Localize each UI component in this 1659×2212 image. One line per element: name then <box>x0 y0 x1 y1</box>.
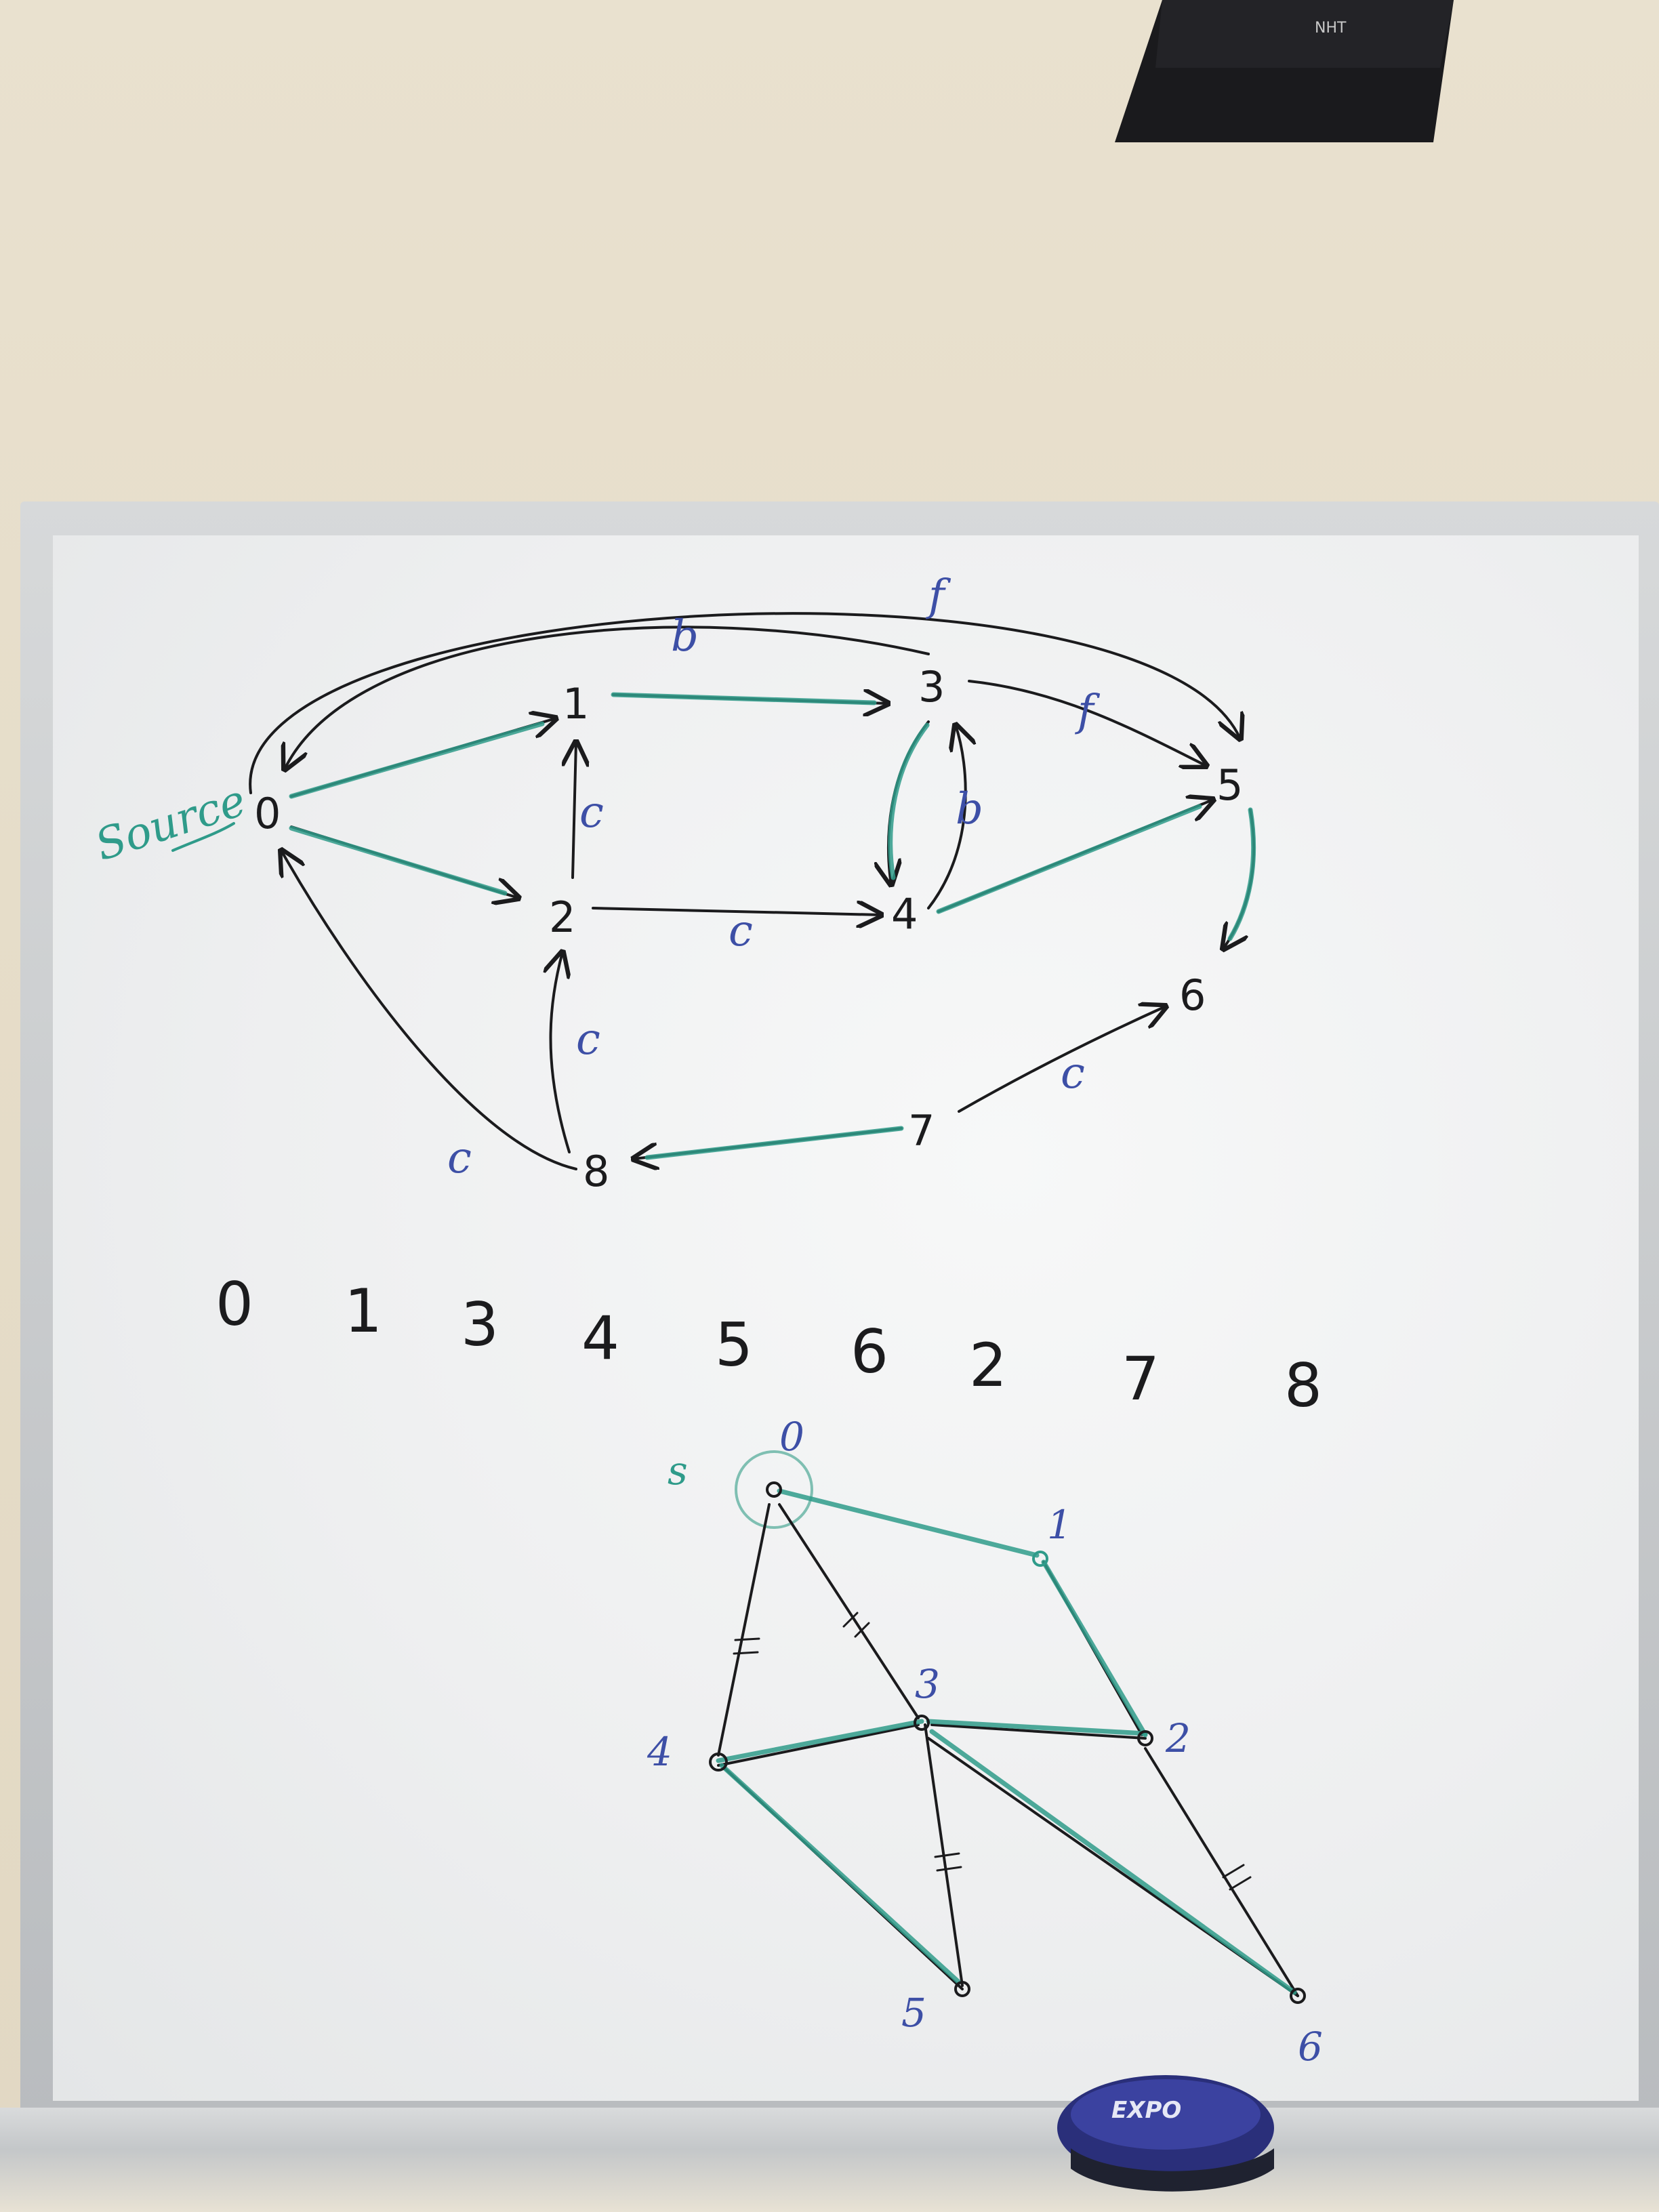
expo-eraser: EXPO <box>1057 2075 1274 2192</box>
edge-arc-3-to-0 <box>285 626 930 769</box>
g1-node-2: 2 <box>549 893 575 942</box>
edge-arc-0-to-5 <box>249 612 1240 794</box>
order-item-4: 5 <box>715 1310 753 1380</box>
order-item-5: 6 <box>851 1317 888 1387</box>
tree-edge-3-6 <box>929 1729 1297 1995</box>
label-e-3-5-f: f <box>1075 686 1101 736</box>
label-e-2-4-c: c <box>729 906 753 956</box>
edge-2-to-1 <box>573 742 576 879</box>
g1-node-6: 6 <box>1179 970 1206 1020</box>
g2-node-5: 5 <box>901 1990 926 2036</box>
g2-node-3: 3 <box>915 1661 940 1707</box>
label-e-7-6-c: c <box>1061 1048 1085 1099</box>
order-item-6: 2 <box>969 1330 1007 1400</box>
speaker-brand-text: NHT <box>1315 20 1347 37</box>
label-source: Source <box>89 775 252 871</box>
directed-graph-nodes: 0 1 2 3 4 5 6 7 8 <box>254 662 1243 1196</box>
edge-2-to-4 <box>592 908 881 915</box>
undirected-graph-labels: s 0 1 2 3 4 5 6 <box>647 1414 1323 2070</box>
eraser-brand-text: EXPO <box>1111 2097 1181 2124</box>
tree-edge-0-1 <box>777 1488 1040 1558</box>
tree-edge-4-5 <box>719 1763 962 1985</box>
order-item-0: 0 <box>216 1269 253 1339</box>
tree-edge-4-3 <box>716 1719 924 1763</box>
g2-node-1: 1 <box>1047 1502 1072 1548</box>
edge-8-to-0 <box>281 851 577 1170</box>
source-node-circle <box>735 1450 813 1529</box>
wall-speaker: NHT <box>1115 0 1460 142</box>
order-item-7: 7 <box>1122 1344 1160 1414</box>
order-item-1: 1 <box>344 1276 382 1346</box>
tree-edge-3-2 <box>926 1719 1148 1736</box>
g1-node-3: 3 <box>918 662 945 712</box>
order-item-2: 3 <box>461 1290 499 1359</box>
label-e-8-0-c: c <box>447 1133 472 1183</box>
g2-node-0: 0 <box>779 1414 804 1460</box>
edge-8-to-2 <box>551 952 570 1153</box>
g1-node-5: 5 <box>1216 760 1243 810</box>
label-source-s: s <box>668 1448 688 1494</box>
g1-node-1: 1 <box>562 679 589 729</box>
marker-tray <box>0 2108 1659 2212</box>
g2-node-4: 4 <box>647 1729 672 1775</box>
label-top-arc-b: b <box>671 611 699 661</box>
source-arrow <box>171 822 235 852</box>
edge-7-to-6 <box>958 1006 1166 1113</box>
order-item-8: 8 <box>1284 1351 1322 1420</box>
g1-node-4: 4 <box>891 889 918 939</box>
g2-node-2: 2 <box>1165 1715 1191 1761</box>
whiteboard-surface <box>53 535 1639 2101</box>
g2-node-6: 6 <box>1298 2024 1323 2070</box>
label-e-3-4-b: b <box>956 784 983 834</box>
edge-3-to-5 <box>968 680 1206 766</box>
undirected-graph <box>709 1450 1306 2004</box>
edge-4-to-3 <box>927 725 966 909</box>
label-top-arc-f: f <box>926 571 951 621</box>
g1-node-0: 0 <box>254 789 281 838</box>
tree-edge-1-2 <box>1041 1559 1148 1738</box>
label-e-2-1-c: c <box>579 787 604 838</box>
order-item-3: 4 <box>581 1303 619 1373</box>
directed-graph <box>171 612 1256 1170</box>
g1-node-7: 7 <box>908 1106 935 1155</box>
ordering-row: 0 1 3 4 5 6 2 7 8 <box>216 1269 1322 1420</box>
g1-node-8: 8 <box>583 1147 609 1196</box>
label-e-8-2-c: c <box>576 1015 600 1065</box>
